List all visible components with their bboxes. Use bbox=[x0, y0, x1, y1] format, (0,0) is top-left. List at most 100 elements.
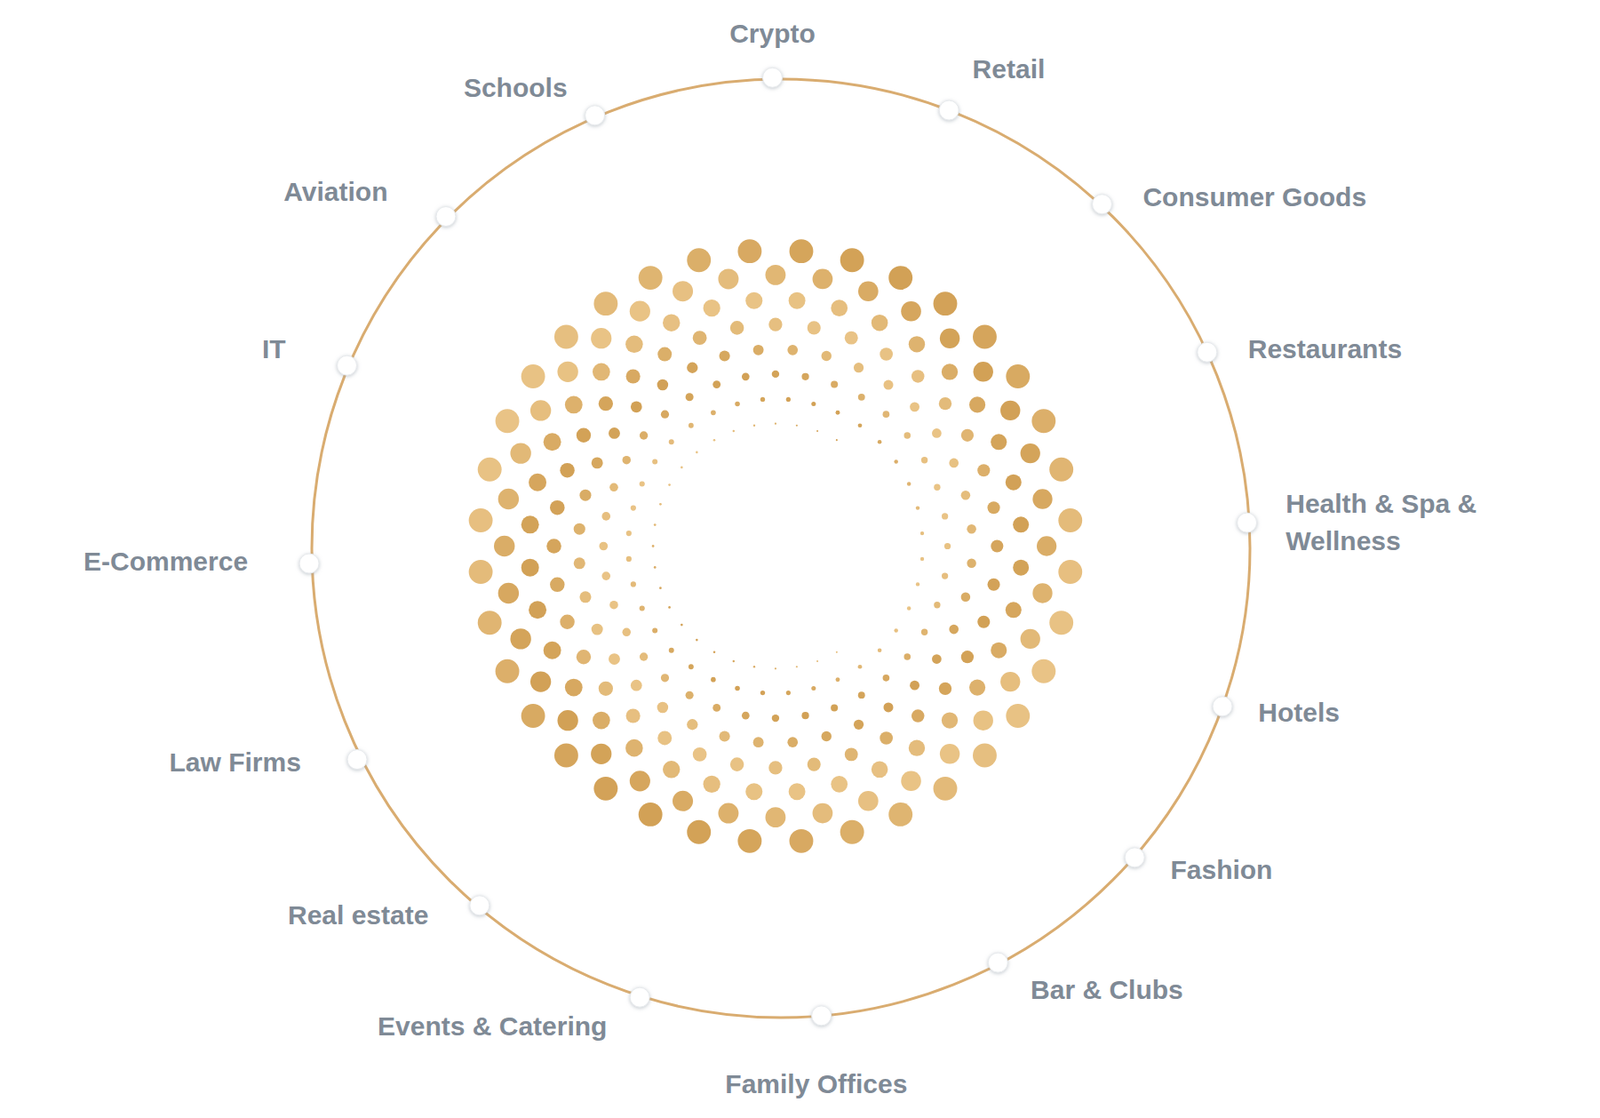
burst-dot bbox=[786, 397, 791, 402]
burst-dot bbox=[1005, 703, 1030, 728]
burst-dot bbox=[789, 828, 814, 853]
burst-dot bbox=[469, 559, 494, 584]
burst-dot bbox=[565, 678, 583, 697]
burst-dot bbox=[969, 678, 986, 695]
burst-dot bbox=[477, 610, 502, 635]
burst-dot bbox=[811, 685, 816, 691]
burst-dot bbox=[659, 586, 662, 590]
burst-dot bbox=[688, 663, 694, 669]
burst-dot bbox=[719, 350, 731, 361]
burst-dot bbox=[639, 652, 648, 661]
burst-dot bbox=[909, 680, 920, 691]
industry-label: Health & Spa & Wellness bbox=[1285, 485, 1588, 560]
burst-dot bbox=[498, 488, 519, 510]
burst-dot bbox=[672, 280, 693, 302]
burst-dot bbox=[915, 581, 920, 586]
industry-label: Consumer Goods bbox=[1142, 178, 1367, 216]
burst-dot bbox=[1032, 488, 1052, 509]
burst-dot bbox=[933, 291, 958, 316]
industry-label: Hotels bbox=[1257, 693, 1340, 732]
burst-dot bbox=[745, 292, 763, 310]
ring-marker bbox=[939, 100, 959, 120]
burst-dot bbox=[509, 442, 531, 463]
burst-dot bbox=[652, 544, 655, 548]
burst-dot bbox=[657, 347, 672, 362]
burst-dot bbox=[977, 615, 990, 629]
burst-dot bbox=[931, 428, 942, 438]
burst-dot bbox=[853, 362, 864, 373]
burst-dot bbox=[609, 600, 619, 610]
burst-dot bbox=[543, 432, 562, 451]
burst-dot bbox=[972, 325, 997, 350]
industry-label: Aviation bbox=[283, 173, 388, 211]
burst-dot bbox=[626, 530, 632, 536]
burst-dot bbox=[789, 238, 814, 263]
burst-dot bbox=[630, 581, 637, 587]
burst-dot bbox=[737, 238, 762, 263]
burst-dot bbox=[590, 327, 612, 349]
industry-label: Law Firms bbox=[168, 743, 301, 781]
burst-dot bbox=[772, 714, 780, 722]
burst-dot bbox=[944, 542, 951, 550]
burst-dot bbox=[760, 690, 765, 695]
burst-dot bbox=[1020, 628, 1041, 649]
burst-dot bbox=[908, 739, 925, 756]
burst-dot bbox=[685, 392, 694, 401]
burst-dot bbox=[686, 362, 698, 374]
burst-dot bbox=[941, 363, 958, 380]
burst-dot bbox=[939, 743, 960, 764]
burst-dot bbox=[753, 665, 756, 668]
burst-dot bbox=[812, 269, 834, 290]
burst-dot bbox=[630, 679, 643, 692]
burst-dot bbox=[703, 299, 721, 317]
burst-dot bbox=[1000, 671, 1020, 692]
burst-dot bbox=[858, 790, 879, 812]
burst-dot bbox=[565, 396, 583, 414]
ring-marker bbox=[1197, 342, 1218, 362]
burst-dot bbox=[608, 652, 621, 665]
burst-dot bbox=[835, 651, 838, 653]
burst-dot bbox=[639, 430, 648, 439]
burst-dot bbox=[933, 601, 940, 608]
burst-dot bbox=[765, 806, 787, 828]
burst-dot bbox=[961, 429, 974, 442]
burst-dot bbox=[921, 628, 928, 636]
burst-dot bbox=[528, 600, 547, 619]
burst-dot bbox=[811, 401, 816, 406]
burst-dot bbox=[1032, 582, 1052, 603]
burst-dot bbox=[816, 429, 819, 432]
burst-dot bbox=[1005, 474, 1022, 491]
burst-dot bbox=[626, 368, 641, 383]
burst-dot bbox=[710, 676, 717, 683]
burst-dot bbox=[871, 761, 889, 779]
burst-dot bbox=[592, 711, 611, 730]
burst-dot bbox=[629, 770, 651, 791]
industry-label: E-Commerce bbox=[83, 542, 248, 581]
burst-dot bbox=[765, 264, 787, 286]
burst-dot bbox=[987, 578, 1001, 591]
burst-dot bbox=[853, 719, 864, 730]
burst-dot bbox=[973, 709, 994, 730]
burst-dot bbox=[712, 380, 721, 389]
burst-dot bbox=[786, 690, 791, 695]
burst-dot bbox=[734, 401, 741, 407]
burst-dot bbox=[692, 330, 708, 345]
burst-dot bbox=[713, 438, 717, 442]
burst-dot bbox=[933, 484, 940, 491]
burst-dot bbox=[657, 701, 669, 714]
burst-dot bbox=[692, 747, 708, 762]
ring-marker bbox=[762, 67, 782, 88]
burst-dot bbox=[498, 582, 519, 604]
ring-marker bbox=[585, 105, 605, 126]
burst-dot bbox=[680, 466, 684, 470]
burst-dot bbox=[961, 592, 972, 603]
burst-dot bbox=[557, 361, 578, 383]
burst-dot bbox=[969, 396, 986, 413]
burst-dot bbox=[593, 291, 618, 316]
burst-dot bbox=[521, 703, 546, 728]
ring-marker bbox=[299, 553, 319, 574]
burst-dot bbox=[931, 653, 942, 664]
burst-dot bbox=[948, 458, 959, 469]
burst-dot bbox=[1058, 508, 1083, 533]
